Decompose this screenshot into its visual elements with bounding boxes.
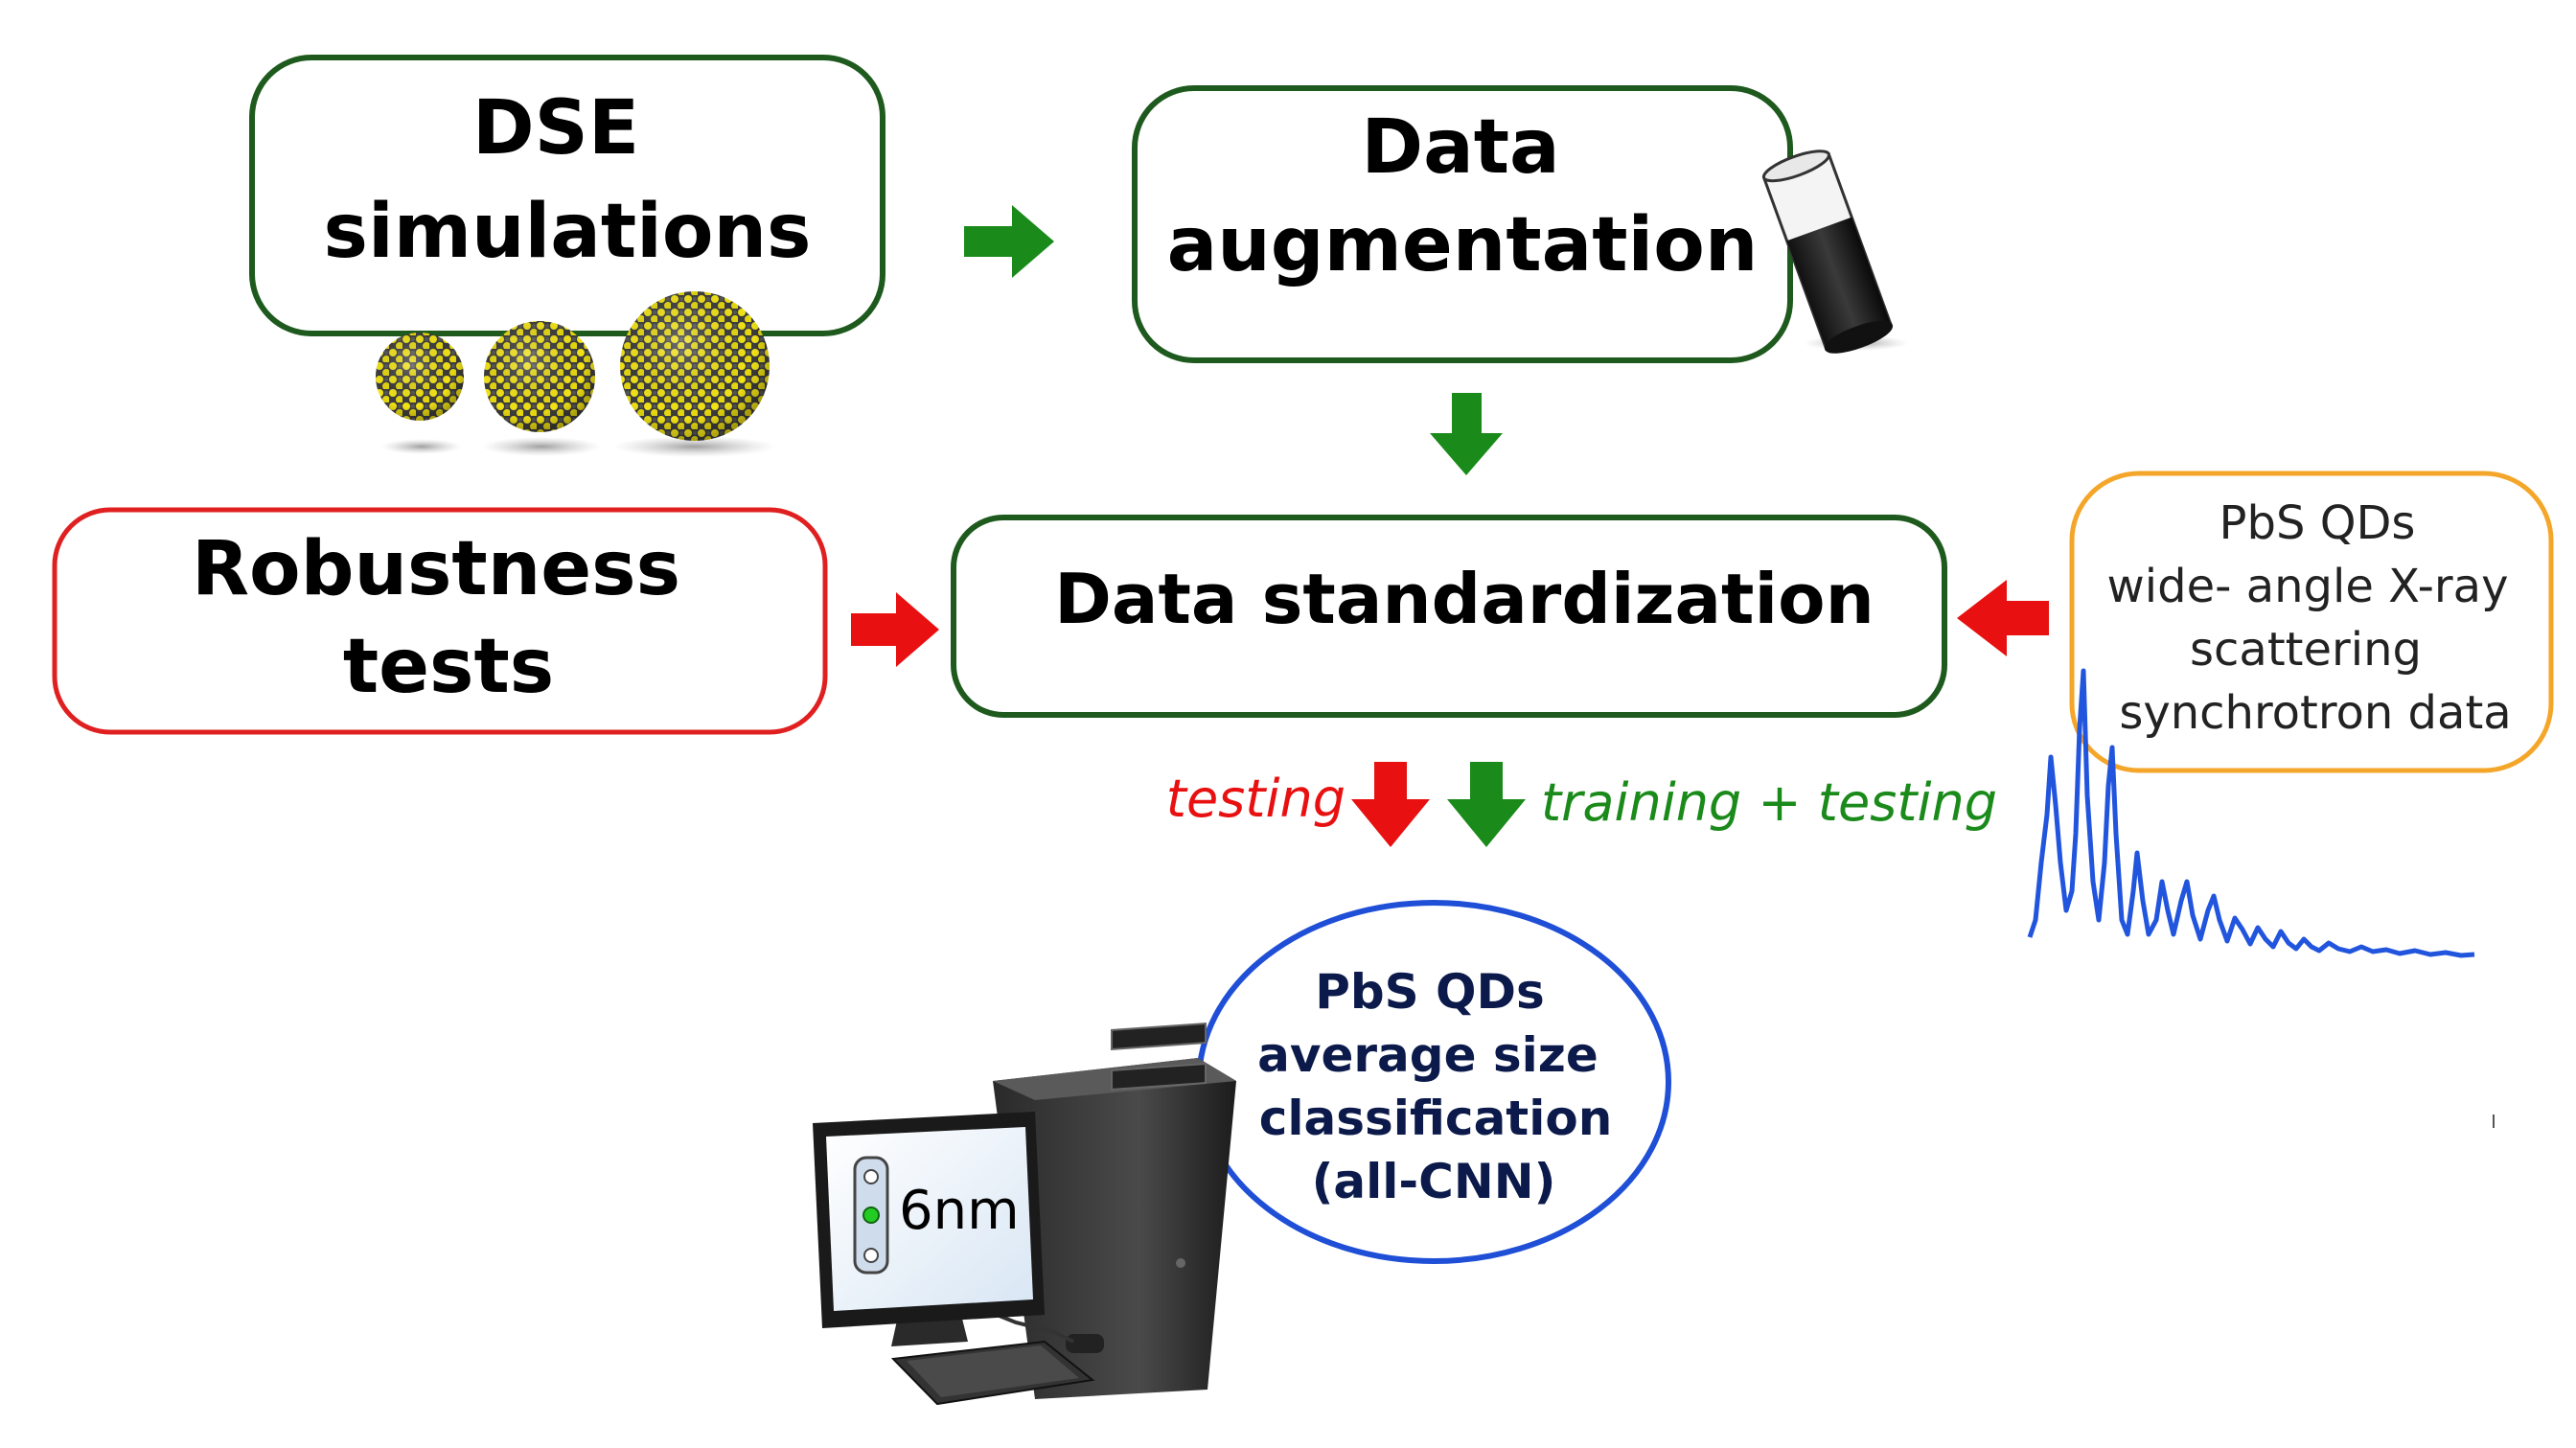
dse-title-line2: simulations bbox=[324, 189, 812, 275]
arrow-dse-to-augmentation bbox=[964, 205, 1054, 278]
classification-line4: (all-CNN) bbox=[1312, 1154, 1556, 1209]
robustness-tests-box: Robustness tests bbox=[52, 507, 828, 735]
waxs-line4: synchrotron data bbox=[2119, 686, 2511, 740]
arrow-waxs-to-standardization bbox=[1957, 580, 2049, 656]
waxs-data-box: PbS QDs wide- angle X-ray scattering syn… bbox=[2069, 471, 2554, 773]
arrow-testing bbox=[1351, 762, 1430, 847]
waxs-line2: wide- angle X-ray bbox=[2107, 560, 2509, 613]
testing-label: testing bbox=[1166, 769, 1346, 829]
training-testing-label: training + testing bbox=[1541, 772, 1997, 833]
dse-title-line1: DSE bbox=[472, 85, 639, 172]
augmentation-title-line2: augmentation bbox=[1167, 202, 1759, 288]
data-augmentation-box: Data augmentation bbox=[1132, 85, 1793, 363]
classification-line1: PbS QDs bbox=[1315, 964, 1545, 1020]
dse-simulations-box: DSE simulations bbox=[249, 55, 886, 336]
robustness-title-line2: tests bbox=[343, 624, 554, 710]
classification-line2: average size bbox=[1257, 1027, 1598, 1083]
arrow-augmentation-to-standardization bbox=[1430, 393, 1503, 475]
standardization-title: Data standardization bbox=[1054, 559, 1874, 639]
robustness-title-line1: Robustness bbox=[192, 526, 680, 612]
arrow-training-testing bbox=[1447, 762, 1526, 847]
arrow-robustness-to-standardization bbox=[851, 592, 939, 667]
waxs-line1: PbS QDs bbox=[2220, 496, 2416, 550]
nanoparticle-sphere-icon bbox=[376, 291, 776, 457]
classification-ellipse: PbS QDs average size classification (all… bbox=[1196, 900, 1671, 1264]
classification-line3: classification bbox=[1259, 1091, 1613, 1146]
data-standardization-box: Data standardization bbox=[951, 515, 1947, 718]
computer-icon: 6nm bbox=[813, 1022, 1236, 1406]
stray-mark bbox=[2493, 1115, 2495, 1128]
waxs-line3: scattering bbox=[2190, 623, 2422, 677]
monitor-readout: 6nm bbox=[899, 1180, 1020, 1242]
augmentation-title-line1: Data bbox=[1361, 104, 1559, 191]
vial-icon bbox=[1761, 149, 1909, 354]
xray-spectrum-icon bbox=[2027, 668, 2475, 958]
